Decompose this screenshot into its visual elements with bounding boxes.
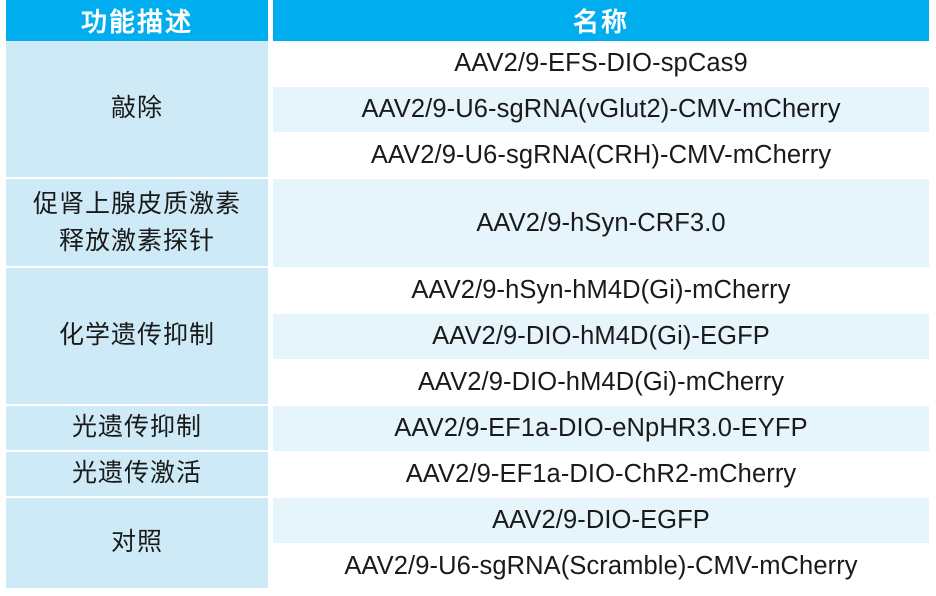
table-row: AAV2/9-U6-sgRNA(CRH)-CMV-mCherry (6, 133, 929, 179)
function-label-line: 对照 (110, 528, 163, 557)
vector-name-cell: AAV2/9-EFS-DIO-spCas9 (273, 41, 929, 87)
vector-name-cell: AAV2/9-DIO-hM4D(Gi)-mCherry (273, 360, 929, 406)
table-row: 光遗传抑制 AAV2/9-EF1a-DIO-eNpHR3.0-EYFP (6, 406, 929, 452)
function-cell: 对照 (6, 498, 273, 590)
vector-name-cell: AAV2/9-DIO-EGFP (273, 498, 929, 544)
vector-name-cell: AAV2/9-U6-sgRNA(vGlut2)-CMV-mCherry (273, 87, 929, 133)
function-label-line: 敲除 (110, 94, 163, 123)
vector-name-cell: AAV2/9-EF1a-DIO-ChR2-mCherry (273, 452, 929, 498)
function-label-line: 光遗传抑制 (71, 413, 202, 442)
header-row: 功能描述 名称 (6, 0, 929, 41)
vector-name-cell: AAV2/9-U6-sgRNA(CRH)-CMV-mCherry (273, 133, 929, 179)
table-header: 功能描述 名称 (6, 0, 929, 41)
function-label-line: 释放激素探针 (58, 226, 215, 255)
table-row: 光遗传激活 AAV2/9-EF1a-DIO-ChR2-mCherry (6, 452, 929, 498)
table-row: AAV2/9-U6-sgRNA(Scramble)-CMV-mCherry (6, 544, 929, 590)
function-cell: 光遗传抑制 (6, 406, 273, 452)
table-row: 化学遗传抑制 AAV2/9-hSyn-hM4D(Gi)-mCherry (6, 268, 929, 406)
function-label-line: 光遗传激活 (71, 459, 202, 488)
vector-name-cell: AAV2/9-hSyn-hM4D(Gi)-mCherry (273, 268, 929, 314)
vector-name-cell: AAV2/9-U6-sgRNA(Scramble)-CMV-mCherry (273, 544, 929, 590)
vector-name-cell: AAV2/9-EF1a-DIO-eNpHR3.0-EYFP (273, 406, 929, 452)
function-label-line: 促肾上腺皮质激素 (32, 189, 241, 218)
function-cell: 敲除 (6, 41, 273, 179)
column-header-name: 名称 (273, 0, 929, 41)
table-row: AAV2/9-U6-sgRNA(vGlut2)-CMV-mCherry (6, 87, 929, 133)
table-row: 敲除 AAV2/9-EFS-DIO-spCas9 (6, 41, 929, 179)
vector-name-cell: AAV2/9-hSyn-CRF3.0 (273, 179, 929, 268)
function-cell: 化学遗传抑制 (6, 268, 273, 406)
column-header-function: 功能描述 (6, 0, 273, 41)
vector-name-cell: AAV2/9-DIO-hM4D(Gi)-EGFP (273, 314, 929, 360)
table-row: AAV2/9-DIO-hM4D(Gi)-mCherry (6, 360, 929, 406)
table-row: AAV2/9-DIO-hM4D(Gi)-EGFP (6, 314, 929, 360)
table-row: 对照 AAV2/9-DIO-EGFP (6, 498, 929, 590)
function-cell: 促肾上腺皮质激素释放激素探针 (6, 179, 273, 268)
function-cell: 光遗传激活 (6, 452, 273, 498)
function-label-line: 化学遗传抑制 (58, 321, 215, 350)
